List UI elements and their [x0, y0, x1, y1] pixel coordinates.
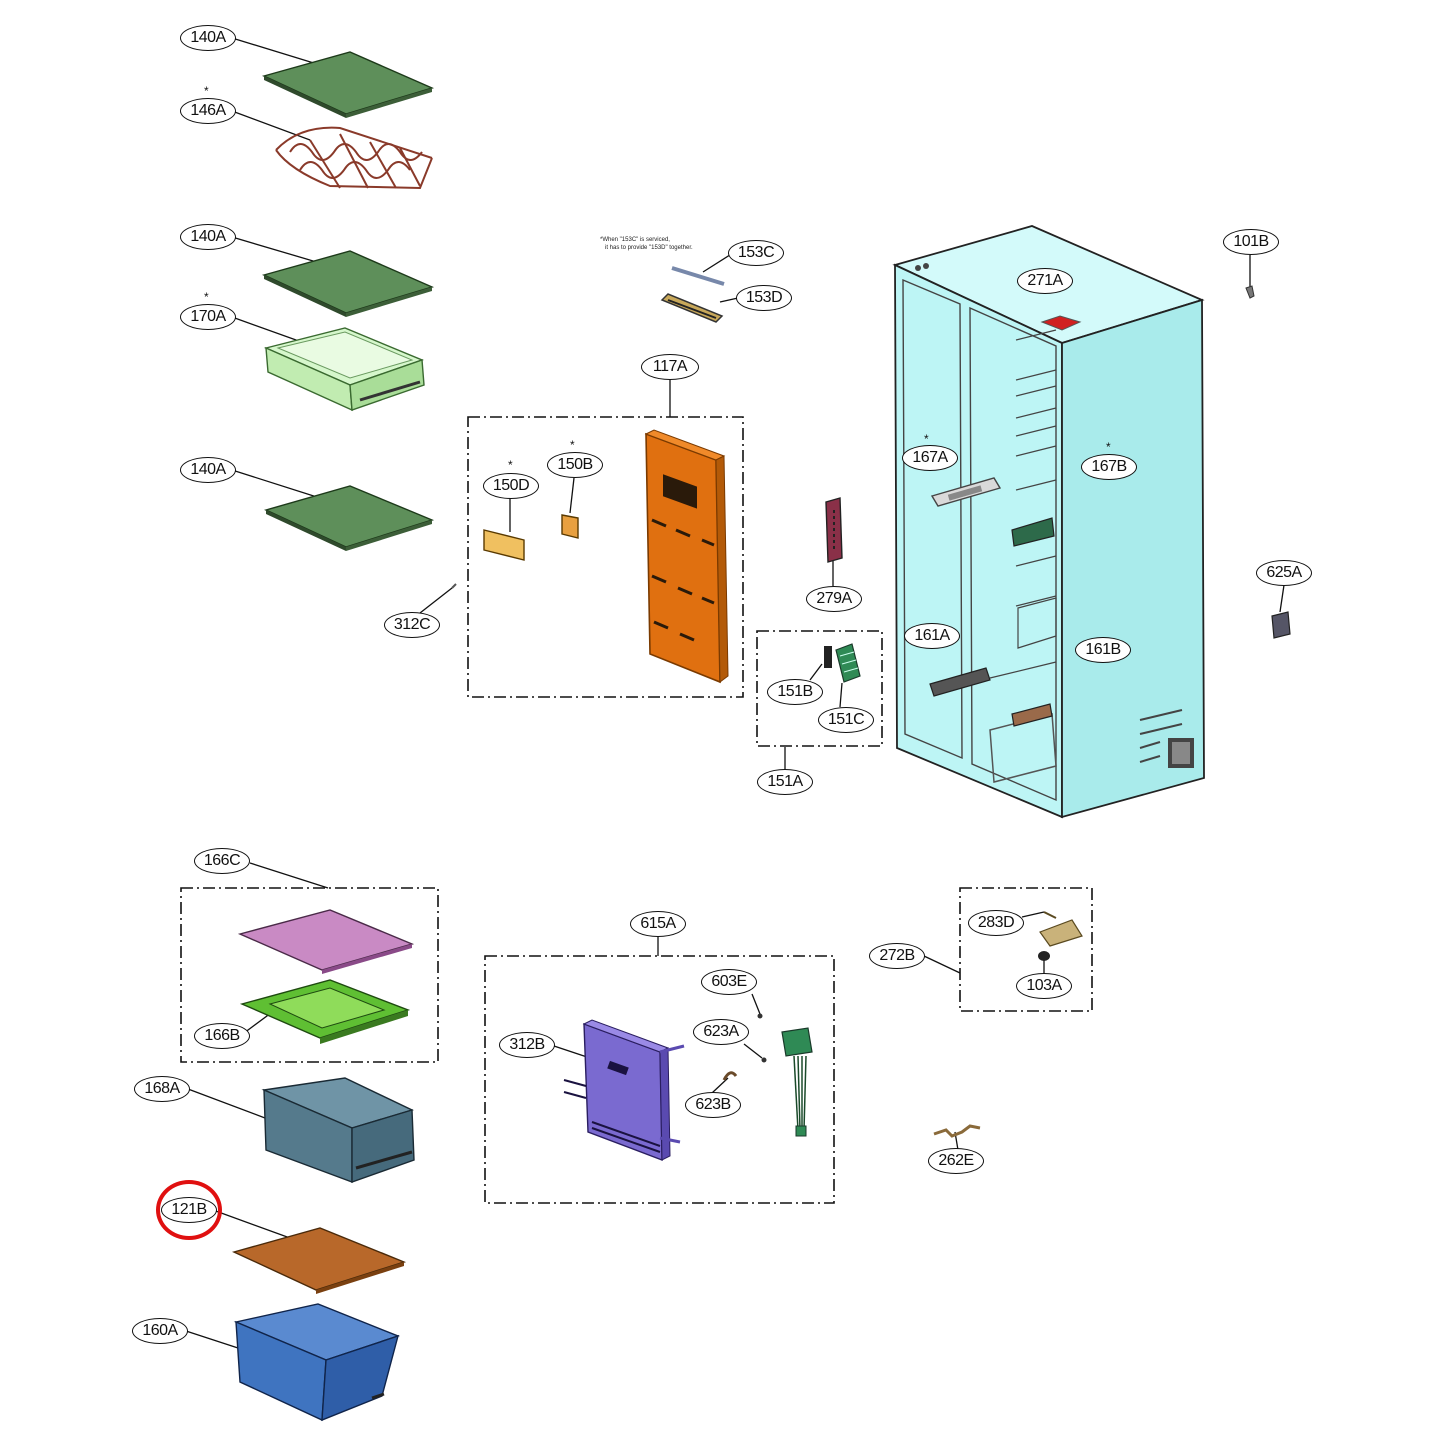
- group-box-166c: [180, 887, 439, 1063]
- group-box-615a: [484, 955, 835, 1204]
- part-150b: [561, 514, 579, 539]
- evaporator-cover-117a: [644, 429, 729, 684]
- screw-603e: [757, 1013, 763, 1019]
- crisper-drawer-170a: [263, 327, 425, 412]
- group-boxes: [180, 416, 1093, 1204]
- refrigerator-cabinet: [892, 225, 1205, 819]
- part-101b: [1245, 285, 1255, 299]
- part-153c: [671, 266, 725, 286]
- part-103a: [1038, 951, 1050, 961]
- shelf-140a-middle: [261, 250, 435, 317]
- screw-312c: [451, 583, 457, 589]
- part-271a: [1040, 315, 1082, 331]
- part-161a: [929, 667, 991, 697]
- part-151b: [824, 646, 832, 668]
- shelf-140a-bottom: [263, 485, 435, 551]
- control-cover-312b: [563, 1019, 685, 1162]
- part-161b: [1011, 703, 1053, 727]
- group-box-117a: [467, 416, 744, 698]
- part-167a: [930, 477, 1002, 507]
- part-153d: [660, 293, 724, 323]
- hinge-283d: [1039, 911, 1083, 947]
- part-279a: [825, 497, 843, 563]
- bracket-262e: [933, 1124, 981, 1138]
- pcb-151c: [835, 643, 861, 683]
- drawer-160a: [233, 1303, 401, 1422]
- group-box-272b: [959, 887, 1093, 1012]
- drawer-168a: [261, 1077, 415, 1184]
- part-625a: [1271, 611, 1291, 639]
- part-167b: [1011, 517, 1055, 547]
- part-623b: [722, 1071, 738, 1081]
- wire-harness: [781, 1027, 813, 1137]
- group-box-151a: [756, 630, 883, 747]
- screw-623a: [761, 1057, 767, 1063]
- cover-121b: [231, 1227, 407, 1294]
- cover-frame-166b: [239, 979, 411, 1044]
- cover-top-166c: [237, 909, 415, 974]
- shelf-140a-top: [261, 51, 435, 118]
- wine-rack-146a: [275, 126, 433, 190]
- lamp-cover-150d: [483, 529, 525, 561]
